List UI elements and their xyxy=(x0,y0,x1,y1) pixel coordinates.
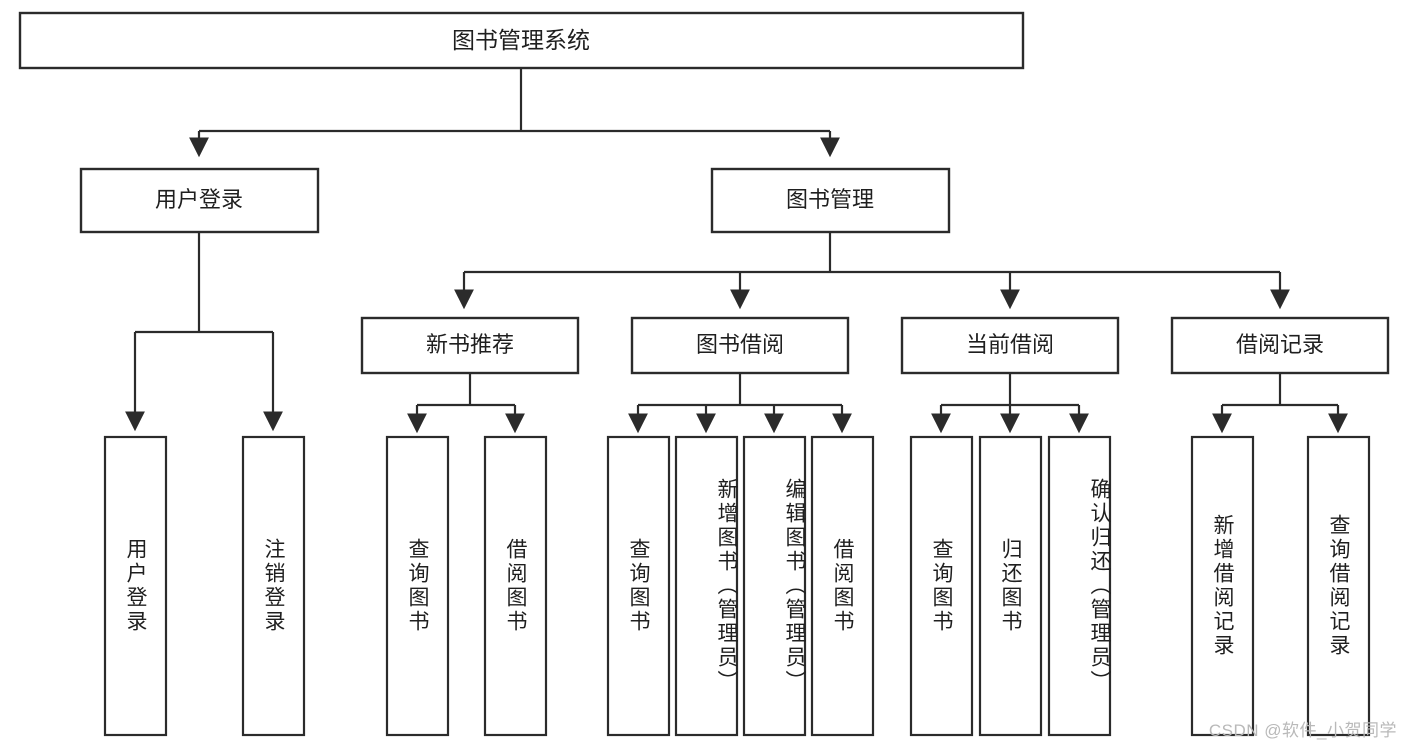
node-book-borrow-label: 图书借阅 xyxy=(696,332,784,357)
leaf-box-current-borrow-1[interactable] xyxy=(909,435,974,737)
leaf-box-borrow-record-1[interactable] xyxy=(1190,435,1255,737)
leaf-box-borrow-record-2[interactable] xyxy=(1306,435,1371,737)
leaf-box-new-book-1[interactable] xyxy=(385,435,450,737)
leaf-box-book-borrow-4[interactable] xyxy=(810,435,875,737)
node-borrow-record-box[interactable] xyxy=(1170,316,1390,375)
node-borrow-record-label: 借阅记录 xyxy=(1236,332,1324,357)
node-user-login-label: 用户登录 xyxy=(155,187,243,212)
node-book-borrow-box[interactable] xyxy=(630,316,850,375)
leaf-box-user-login-1[interactable] xyxy=(103,435,168,737)
node-current-borrow-label: 当前借阅 xyxy=(966,332,1054,357)
leaf-box-book-borrow-1[interactable] xyxy=(606,435,671,737)
watermark-text: CSDN @软件_小贺同学 xyxy=(1208,721,1397,740)
node-root-box[interactable] xyxy=(18,11,1025,70)
node-current-borrow-box[interactable] xyxy=(900,316,1120,375)
leaf-box-user-login-2[interactable] xyxy=(241,435,306,737)
leaf-box-book-borrow-3[interactable] xyxy=(742,435,807,737)
node-book-manage-label: 图书管理 xyxy=(786,187,874,212)
leaf-box-current-borrow-3[interactable] xyxy=(1047,435,1112,737)
leaf-box-new-book-2[interactable] xyxy=(483,435,548,737)
node-new-book-recommend-label: 新书推荐 xyxy=(426,332,514,357)
node-book-manage-box[interactable] xyxy=(710,167,951,234)
node-root-label: 图书管理系统 xyxy=(452,27,590,53)
leaf-box-book-borrow-2[interactable] xyxy=(674,435,739,737)
leaf-box-current-borrow-2[interactable] xyxy=(978,435,1043,737)
node-new-book-recommend-box[interactable] xyxy=(360,316,580,375)
